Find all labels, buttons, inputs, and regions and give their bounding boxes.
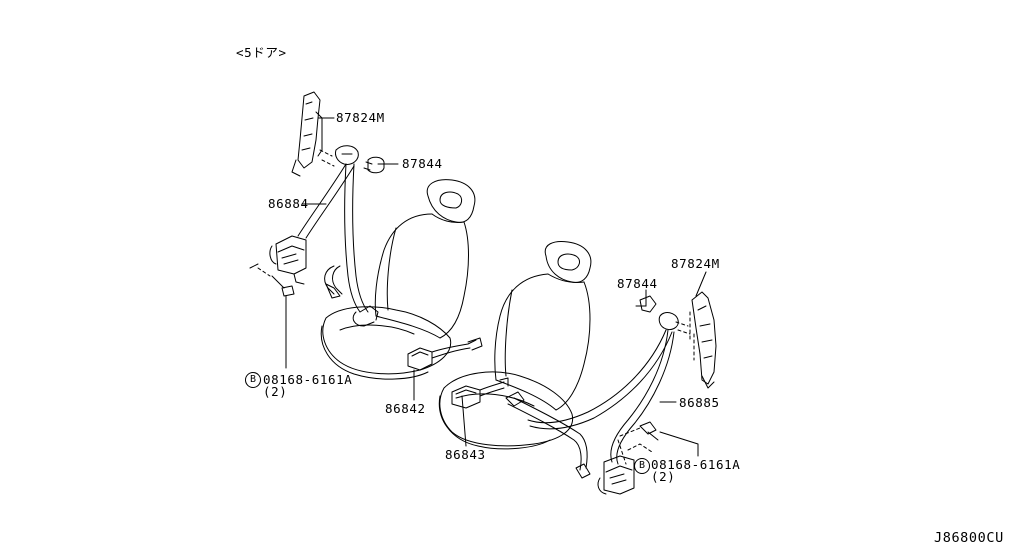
part-label-87844-left: 87844 bbox=[402, 156, 443, 171]
part-label-87844-right: 87844 bbox=[617, 276, 658, 291]
bolt-symbol-icon-right: B bbox=[634, 458, 650, 474]
diagram-code: J86800CU bbox=[934, 530, 1004, 546]
part-label-bolt-left-qty: (2) bbox=[263, 384, 288, 399]
part-label-86842: 86842 bbox=[385, 401, 426, 416]
part-label-86884: 86884 bbox=[268, 196, 309, 211]
part-label-87824m-right: 87824M bbox=[671, 256, 720, 271]
variant-note: <5ドア> bbox=[236, 45, 287, 60]
part-label-bolt-right-qty: (2) bbox=[651, 469, 676, 484]
part-label-86885: 86885 bbox=[679, 395, 720, 410]
left-bracket-belt bbox=[249, 91, 385, 327]
right-bracket-belt bbox=[505, 291, 717, 495]
part-label-87824m-left: 87824M bbox=[336, 110, 385, 125]
part-label-bolt-right: 08168-6161A bbox=[651, 457, 741, 472]
left-seat bbox=[320, 179, 483, 380]
part-label-bolt-left: 08168-6161A bbox=[263, 372, 353, 387]
right-seat bbox=[438, 241, 592, 450]
leader-lines bbox=[285, 117, 707, 457]
part-label-86843: 86843 bbox=[445, 447, 486, 462]
bolt-symbol-icon-left: B bbox=[245, 372, 261, 388]
